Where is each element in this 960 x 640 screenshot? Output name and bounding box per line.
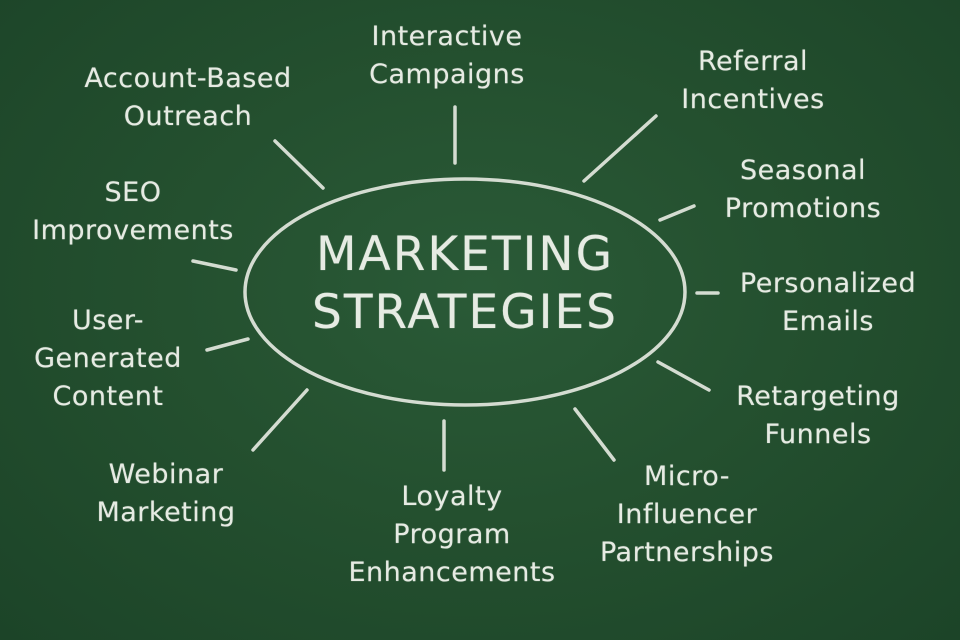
connector-retargeting: [656, 360, 711, 392]
node-retargeting-funnels: Retargeting Funnels: [736, 381, 900, 450]
node-account-based-outreach: Account-Based Outreach: [84, 63, 292, 132]
connector-seasonal: [658, 204, 696, 222]
central-topic: MARKETING STRATEGIES: [312, 226, 618, 342]
connector-referral: [582, 114, 658, 183]
central-topic-line-2: STRATEGIES: [311, 285, 619, 340]
node-seo-improvements: SEO Improvements: [32, 177, 234, 246]
central-topic-line-1: MARKETING: [315, 227, 615, 282]
connector-seo: [191, 259, 238, 272]
center-ellipse: [243, 177, 687, 407]
node-webinar-marketing: Webinar Marketing: [96, 459, 236, 528]
node-loyalty-program-enhancements: Loyalty Program Enhancements: [348, 481, 556, 588]
node-personalized-emails: Personalized Emails: [739, 268, 917, 337]
connector-account-based: [273, 139, 325, 190]
node-user-generated-content: User- Generated Content: [34, 305, 182, 412]
connector-ugc: [205, 337, 250, 352]
node-referral-incentives: Referral Incentives: [681, 46, 825, 115]
node-seasonal-promotions: Seasonal Promotions: [724, 155, 882, 224]
connector-webinar: [251, 388, 309, 452]
connector-micro: [573, 407, 616, 462]
node-micro-influencer-partnerships: Micro- Influencer Partnerships: [599, 461, 775, 568]
node-interactive-campaigns: Interactive Campaigns: [369, 21, 525, 90]
